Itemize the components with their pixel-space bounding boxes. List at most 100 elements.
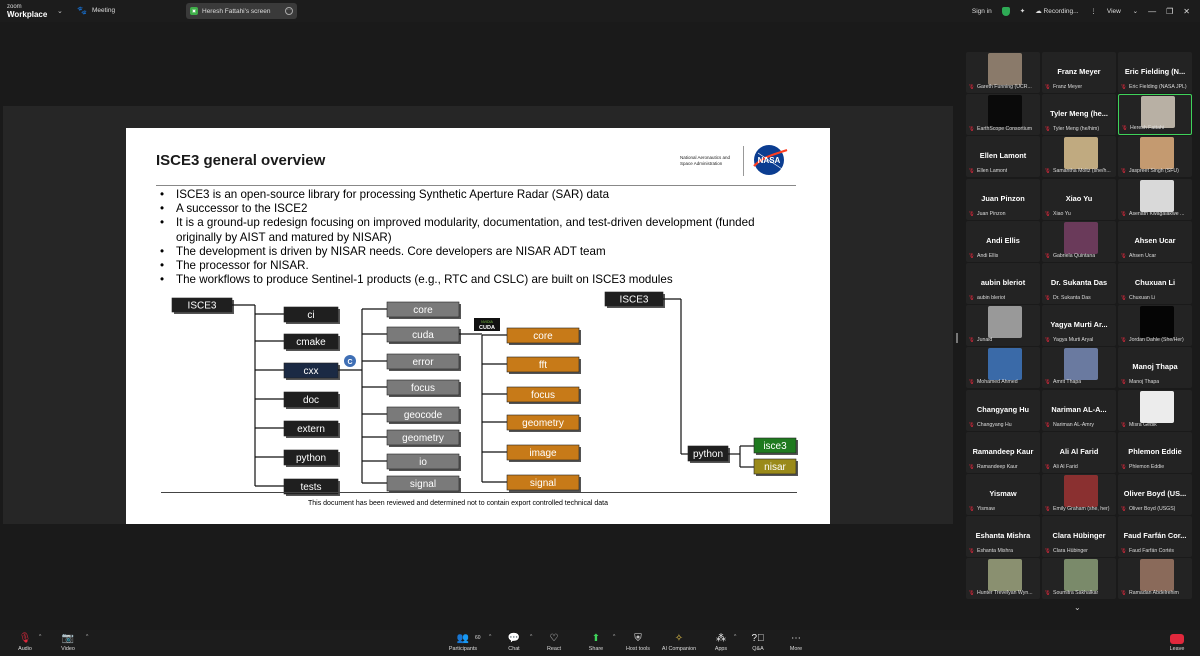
- participant-tile[interactable]: 🎙Soumitra Sakhalkar: [1042, 558, 1116, 600]
- share-screen-icon: ⬆: [591, 633, 601, 644]
- sign-in-link[interactable]: Sign in: [971, 7, 992, 15]
- participant-tile[interactable]: 🎙Emily Graham (she, her): [1042, 474, 1116, 515]
- participant-video: [1140, 559, 1174, 592]
- participant-tile[interactable]: 🎙EarthScope Consortium: [966, 94, 1040, 136]
- chat-button[interactable]: 💬 Chat: [503, 632, 525, 652]
- participant-tile[interactable]: 🎙Gareth Funning (UCR...: [966, 52, 1040, 93]
- module-tests-box: [283, 478, 339, 495]
- participant-label: 🎙Emily Graham (she, her): [1044, 506, 1110, 512]
- video-off-icon: 📷: [61, 633, 75, 644]
- participant-tile[interactable]: Clara Hübinger🎙Clara Hübinger: [1042, 516, 1116, 558]
- module-doc-box: [283, 391, 339, 408]
- mic-muted-icon: 🎙: [1120, 506, 1127, 512]
- participant-tile[interactable]: Manoj Thapa🎙Manoj Thapa: [1118, 347, 1192, 389]
- participant-tile[interactable]: 🎙Ramadan Abdelrehim: [1118, 558, 1192, 600]
- participant-tile[interactable]: Faud Farfán Cor...🎙Faud Farfán Cortés: [1118, 516, 1192, 558]
- participant-tile[interactable]: 🎙Hunter Trevelyan Wyn...: [966, 558, 1040, 600]
- participant-tile[interactable]: Nariman AL-A...🎙Nariman AL-Amry: [1042, 389, 1116, 431]
- participants-count-value: 60: [475, 635, 481, 641]
- minimize-icon[interactable]: —: [1148, 6, 1157, 16]
- participant-label: 🎙Yagya Murti Aryal: [1044, 337, 1093, 343]
- participant-tile[interactable]: Yagya Murti Ar...🎙Yagya Murti Aryal: [1042, 305, 1116, 347]
- video-label: Video: [61, 646, 75, 652]
- participant-tile[interactable]: Chuxuan Li🎙Chuxuan Li: [1118, 263, 1192, 304]
- participant-name: Ali Al Farid: [1059, 446, 1099, 456]
- participant-tile[interactable]: Tyler Meng (he...🎙Tyler Meng (he/him): [1042, 94, 1116, 136]
- chevron-down-icon[interactable]: ⌄: [57, 8, 63, 15]
- cuda-badge: [474, 318, 500, 331]
- python-node-label: python: [693, 449, 723, 460]
- participant-tile[interactable]: 🎙Junaid: [966, 305, 1040, 347]
- ai-companion-button[interactable]: ✧ AI Companion: [658, 632, 700, 652]
- title-bar: zoom Workplace ⌄ 🐾 Meeting ▣ Heresh Fatt…: [0, 0, 1200, 22]
- participant-tile[interactable]: Phlemon Eddie🎙Phlemon Eddie: [1118, 431, 1192, 473]
- python-module-isce3-box: [753, 437, 797, 454]
- sparkle-icon[interactable]: ✦: [1019, 8, 1026, 15]
- more-button[interactable]: ⋯ More: [785, 632, 807, 652]
- participant-tile[interactable]: 🎙Misra Gedik: [1118, 389, 1192, 431]
- participant-tile[interactable]: Andi Ellis🎙Andi Ellis: [966, 220, 1040, 262]
- nasa-logo-text: NASA: [758, 156, 781, 165]
- react-button[interactable]: ♡ React: [543, 632, 565, 652]
- participant-video: [988, 95, 1022, 128]
- share-button[interactable]: ⬆ Share: [585, 632, 607, 652]
- module-tests-label: tests: [300, 482, 321, 493]
- participant-label-text: Misra Gedik: [1128, 421, 1157, 428]
- participant-label-text: Xiao Yu: [1052, 210, 1071, 217]
- participant-tile[interactable]: Ali Al Farid🎙Ali Al Farid: [1042, 431, 1116, 473]
- module-extern-box: [283, 420, 339, 437]
- cxx-module-focus-box: [386, 379, 460, 396]
- participant-label: 🎙Junaid: [968, 337, 992, 343]
- audio-button[interactable]: 🎙 Audio: [14, 632, 36, 652]
- participant-tile[interactable]: 🎙Amrit Thapa: [1042, 347, 1116, 389]
- video-button[interactable]: 📷 Video: [57, 632, 79, 652]
- participant-name: Xiao Yu: [1065, 193, 1093, 203]
- view-menu[interactable]: View ⌄: [1106, 8, 1139, 15]
- participant-tile[interactable]: Franz Meyer🎙Franz Meyer: [1042, 52, 1116, 93]
- participant-tile[interactable]: Changyang Hu🎙Changyang Hu: [966, 389, 1040, 431]
- ai-companion-label: AI Companion: [661, 646, 697, 652]
- participant-tile[interactable]: 🎙Heresh Fattahi: [1118, 94, 1192, 136]
- leave-button[interactable]: Leave: [1166, 632, 1188, 652]
- participant-label: 🎙Oliver Boyd (USGS): [1120, 506, 1175, 512]
- participant-tile[interactable]: Ahsen Ucar🎙Ahsen Ucar: [1118, 220, 1192, 262]
- participant-tile[interactable]: Yismaw🎙Yismaw: [966, 474, 1040, 515]
- restore-icon[interactable]: ❐: [1166, 6, 1174, 16]
- org-line-2: Space Administration: [680, 160, 723, 166]
- mic-muted-icon: 🎙: [1044, 463, 1051, 470]
- participant-tile[interactable]: Ellen Lamont🎙Ellen Lamont: [966, 136, 1040, 178]
- participant-tile[interactable]: 🎙Jaspreet Singh (SFU): [1118, 136, 1192, 178]
- close-icon[interactable]: ✕: [1183, 6, 1190, 16]
- participant-label-text: Amrit Thapa: [1052, 379, 1082, 386]
- shared-screen-pill[interactable]: ▣ Heresh Fattahi's screen ⋯: [186, 3, 297, 19]
- participants-button[interactable]: 👥 Participants: [445, 632, 481, 652]
- participant-tile[interactable]: Oliver Boyd (US...🎙Oliver Boyd (USGS): [1118, 474, 1192, 515]
- recording-status[interactable]: ☁ Recording... ⋮: [1035, 8, 1097, 15]
- participant-label-text: Dr. Sukanta Das: [1052, 295, 1091, 301]
- participant-tile[interactable]: 🎙Mohamed Ahmed: [966, 347, 1040, 389]
- bullet-list: ISCE3 is an open-source library for proc…: [158, 188, 798, 288]
- participant-label-text: Asenath Kwagalakwe ...: [1128, 210, 1185, 217]
- meeting-menu[interactable]: 🐾 Meeting: [77, 6, 115, 15]
- participant-label: 🎙Hunter Trevelyan Wyn...: [968, 590, 1033, 596]
- participant-tile[interactable]: Juan Pinzon🎙Juan Pinzon: [966, 178, 1040, 220]
- participant-tile[interactable]: 🎙Gabriela Quintana: [1042, 220, 1116, 262]
- participant-tile[interactable]: 🎙Asenath Kwagalakwe ...: [1118, 178, 1192, 220]
- participant-tile[interactable]: Ramandeep Kaur🎙Ramandeep Kaur: [966, 431, 1040, 473]
- host-tools-button[interactable]: ⛨ Host tools: [622, 632, 654, 652]
- participant-tile[interactable]: Eric Fielding (N...🎙Eric Fielding (NASA …: [1118, 52, 1192, 93]
- mic-muted-icon: 🎙: [1044, 126, 1051, 133]
- footer-rule: [161, 492, 797, 493]
- participant-tile[interactable]: Xiao Yu🎙Xiao Yu: [1042, 178, 1116, 220]
- more-icon[interactable]: ⋯: [285, 7, 293, 15]
- participant-tile[interactable]: 🎙Jordan Dahle (She/Her): [1118, 305, 1192, 347]
- participant-tile[interactable]: Dr. Sukanta Das🎙Dr. Sukanta Das: [1042, 263, 1116, 304]
- qa-button[interactable]: ?⃞ Q&A: [747, 632, 769, 652]
- apps-button[interactable]: ⁂ Apps: [710, 632, 732, 652]
- participant-tile[interactable]: 🎙Samantha Moltz (she/h...: [1042, 136, 1116, 178]
- participant-tile[interactable]: aubin bleriot🎙aubin bleriot: [966, 263, 1040, 304]
- shield-icon[interactable]: [1001, 6, 1010, 16]
- chevron-down-icon[interactable]: ⌄: [1074, 603, 1081, 612]
- participant-tile[interactable]: Eshanta Mishra🎙Eshanta Mishra: [966, 516, 1040, 558]
- resize-handle[interactable]: [956, 333, 958, 343]
